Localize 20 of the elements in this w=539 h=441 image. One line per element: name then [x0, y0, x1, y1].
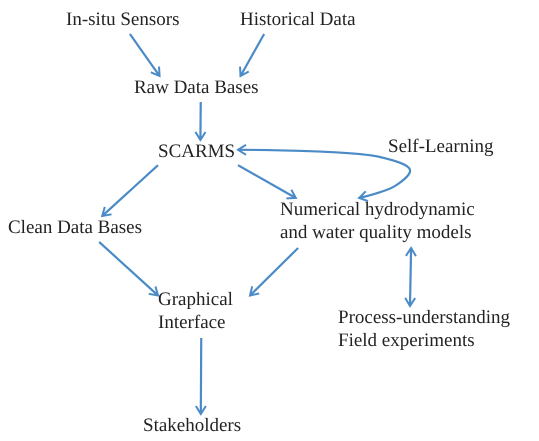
arrow: [237, 164, 297, 200]
node-label: SCARMS: [158, 140, 236, 163]
node-label: Process-understanding Field experiments: [338, 306, 512, 352]
node-label: Numerical hydrodynamic and water quality models: [280, 198, 476, 244]
node-label: Raw Data Bases: [134, 76, 260, 99]
node-label: Historical Data: [240, 8, 357, 31]
arrow: [98, 241, 159, 296]
arrow: [249, 247, 299, 296]
edge-label: Self-Learning: [388, 136, 494, 158]
arrow: [129, 33, 161, 77]
node-label: Graphical Interface: [158, 288, 234, 334]
arrow: [239, 33, 266, 77]
arrow: [194, 102, 206, 141]
node-label: Clean Data Bases: [8, 216, 144, 239]
arrow: [404, 247, 417, 307]
node-label: In-situ Sensors: [66, 8, 180, 31]
arrow: [101, 164, 159, 217]
arrow: [194, 338, 207, 415]
node-label: Stakeholders: [143, 414, 242, 437]
arrow: [237, 144, 412, 202]
